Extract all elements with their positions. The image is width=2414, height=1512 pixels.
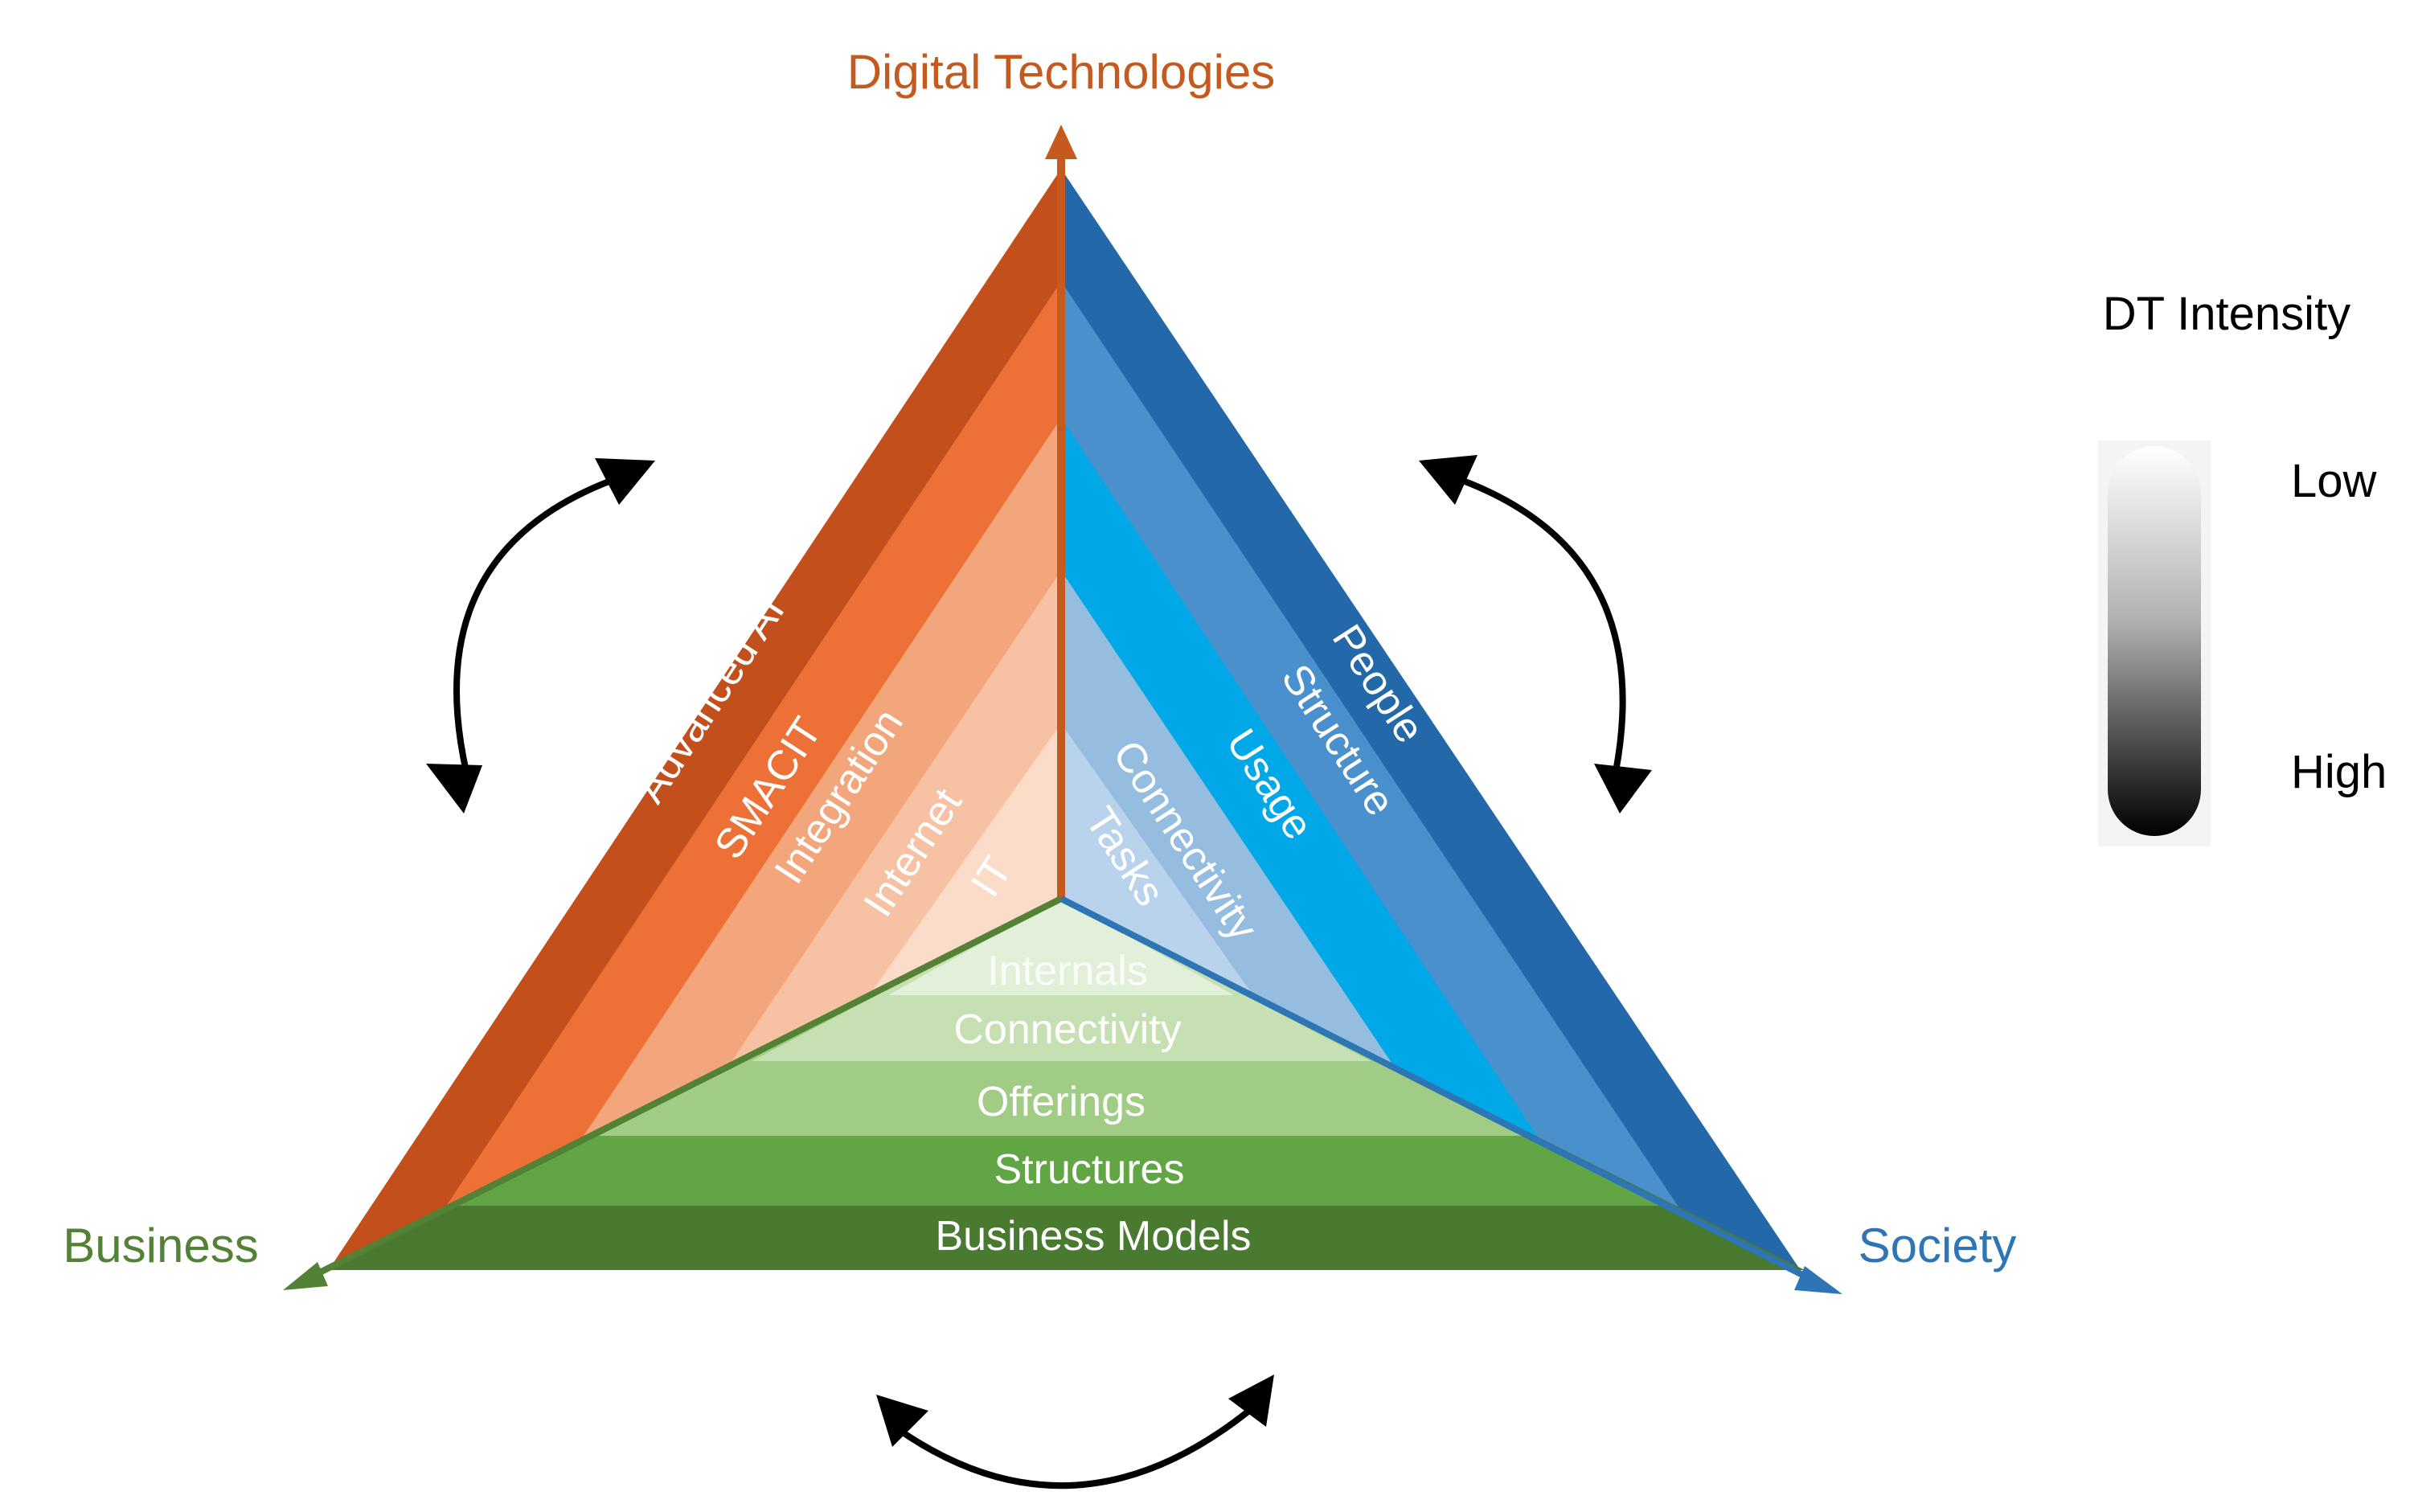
layer-label-connectivity-green: Connectivity <box>953 1006 1181 1053</box>
left-arrow-head-top <box>595 458 655 505</box>
layer-label-internals: Internals <box>987 948 1147 994</box>
layer-label-offerings: Offerings <box>977 1079 1146 1125</box>
bottom-curved-arrow <box>898 1403 1256 1489</box>
axes <box>283 125 1842 1294</box>
layer-label-structures: Structures <box>994 1146 1185 1193</box>
right-arrow-head-bottom <box>1594 764 1652 813</box>
society-axis <box>1059 895 1818 1285</box>
left-curved-arrow <box>453 477 613 772</box>
digital-technologies-wedge <box>330 169 1061 1268</box>
blue-layer-5 <box>1061 723 1254 997</box>
dt-intensity-legend: DT Intensity Low High <box>2098 288 2387 846</box>
orange-layer-1 <box>330 169 1061 1268</box>
blue-layer-4 <box>1061 571 1395 1067</box>
digital-technologies-arrowhead <box>1045 125 1077 159</box>
bottom-arrow-head-right <box>1228 1375 1274 1427</box>
legend-high-label: High <box>2291 746 2387 798</box>
orange-layer-4 <box>727 571 1061 1067</box>
society-arrowhead <box>1794 1266 1842 1294</box>
business-axis <box>304 895 1063 1283</box>
green-layer-labels: Business Models Structures Offerings Con… <box>935 948 1251 1260</box>
green-layer-5 <box>888 899 1234 995</box>
arrowheads <box>426 455 1652 1447</box>
left-arrow-head-bottom <box>426 764 482 813</box>
bottom-arrow-head-left <box>876 1395 928 1447</box>
business-label: Business <box>63 1219 258 1272</box>
business-wedge <box>318 899 1805 1270</box>
digital-technologies-label: Digital Technologies <box>847 45 1276 99</box>
legend-low-label: Low <box>2291 455 2378 507</box>
blue-layer-3 <box>1061 418 1542 1143</box>
orange-layer-5 <box>868 723 1061 997</box>
right-curved-arrow <box>1461 477 1626 772</box>
right-arrow-head-top <box>1419 455 1477 505</box>
layer-label-business-models: Business Models <box>935 1213 1251 1260</box>
legend-title: DT Intensity <box>2103 288 2350 340</box>
intensity-gradient-bar <box>2108 446 2201 836</box>
society-wedge <box>1061 169 1805 1276</box>
blue-layer-1 <box>1061 169 1805 1276</box>
orange-layer-3 <box>579 418 1061 1143</box>
interaction-arrows <box>453 477 1626 1489</box>
orange-layer-2 <box>442 281 1061 1212</box>
society-label: Society <box>1859 1219 2017 1272</box>
business-arrowhead <box>283 1262 328 1290</box>
blue-layer-2 <box>1061 281 1684 1215</box>
